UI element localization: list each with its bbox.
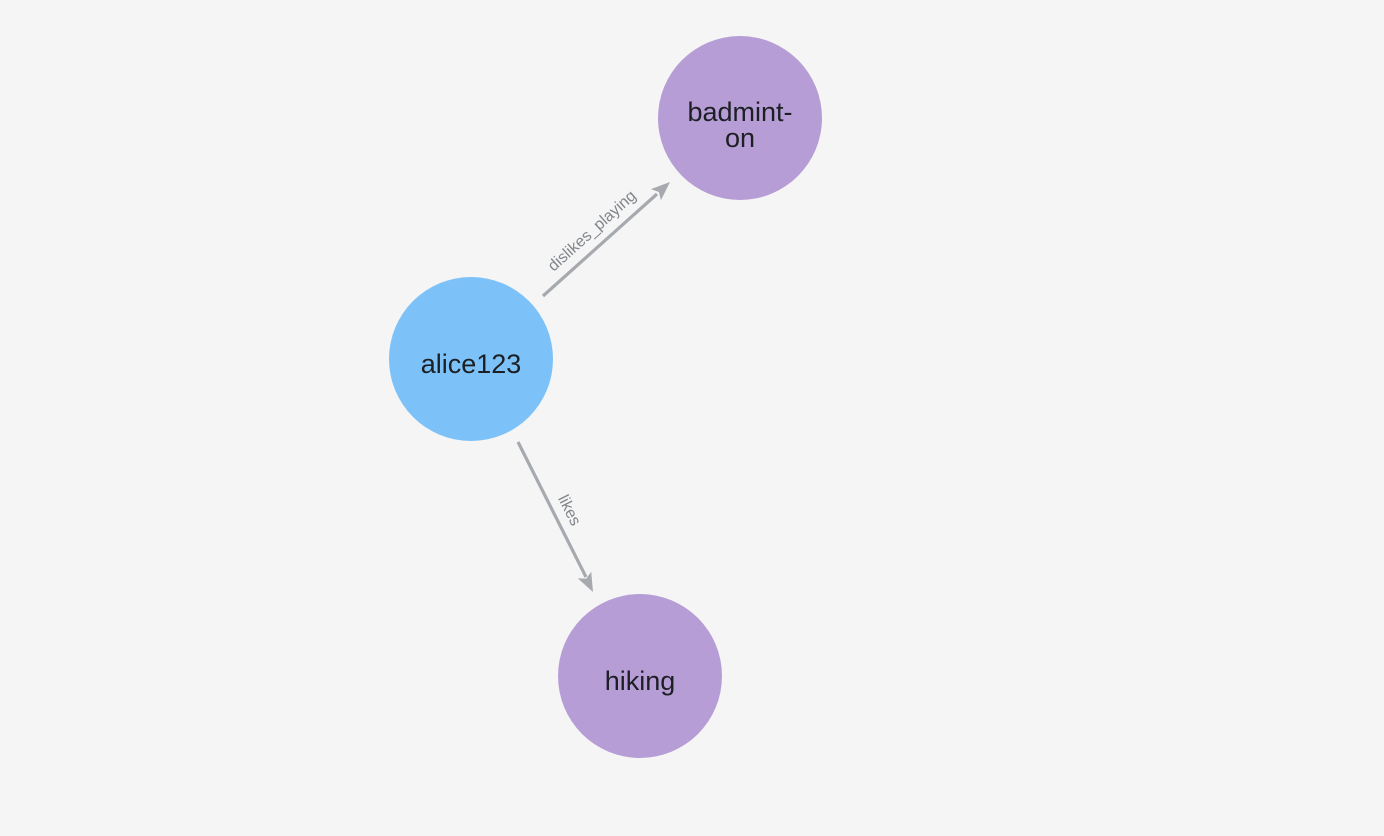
edge-line-dislikes-playing[interactable] (541, 192, 659, 298)
arrowhead-icon (650, 182, 670, 201)
arrowhead-icon (577, 571, 593, 592)
edge-line-likes[interactable] (516, 441, 588, 578)
node-label-hiking: hiking (605, 666, 676, 696)
node-label-badminton-line1: badmint- (687, 97, 792, 127)
node-label-badminton-line2: on (725, 123, 755, 153)
edge-label-dislikes-playing[interactable]: dislikes_playing (545, 187, 640, 274)
node-circle-hiking[interactable] (558, 594, 722, 758)
node-label-alice123: alice123 (421, 349, 522, 379)
node-hiking[interactable]: hiking (558, 594, 722, 758)
edge-dislikes-playing[interactable]: dislikes_playing (541, 182, 670, 298)
node-badminton[interactable]: badmint-on (658, 36, 822, 200)
node-label-badminton: badmint-on (687, 97, 792, 153)
node-circle-badminton[interactable] (658, 36, 822, 200)
node-alice123[interactable]: alice123 (389, 277, 553, 441)
node-circle-alice123[interactable] (389, 277, 553, 441)
edge-likes[interactable]: likes (516, 441, 593, 592)
